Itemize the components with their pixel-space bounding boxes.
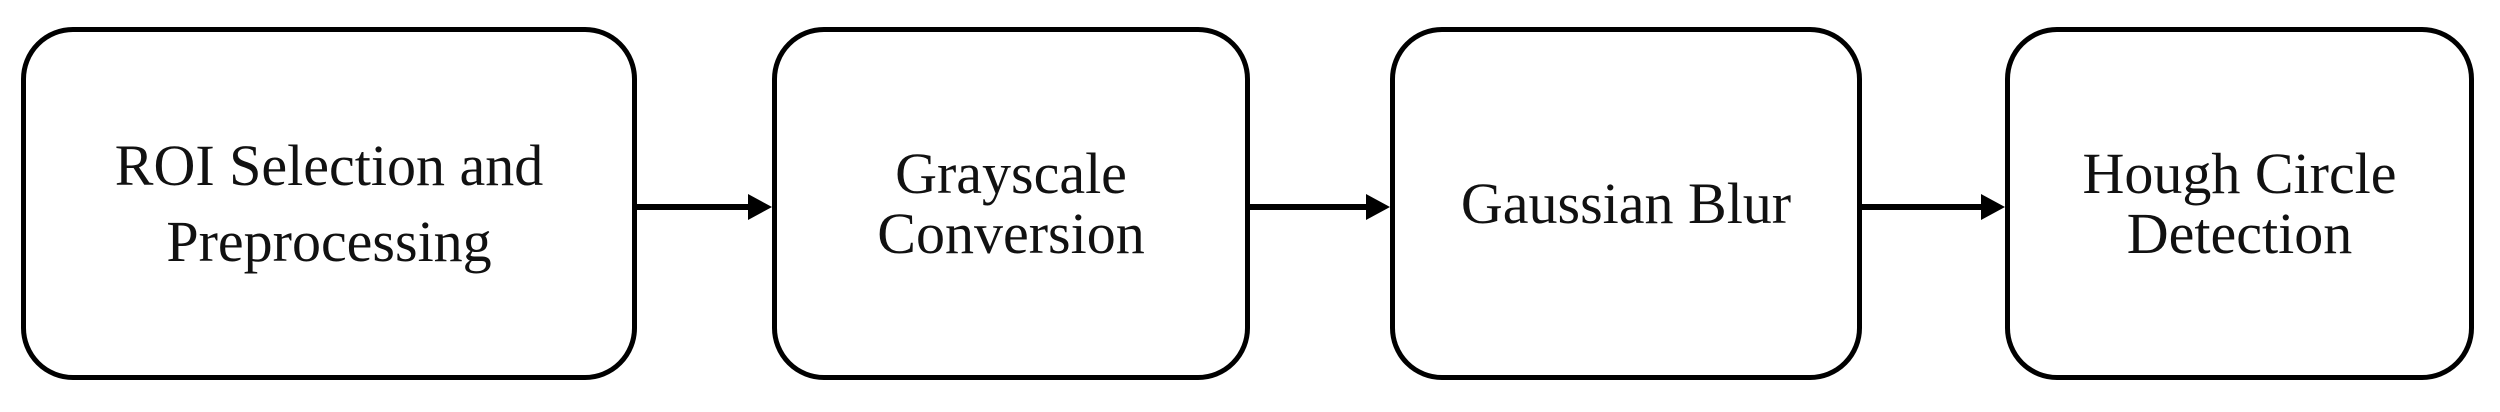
step-label-line: ROI Selection and [114,133,544,199]
arrow-shaft [1862,204,1981,210]
flow-step-grayscale-conversion: Grayscale Conversion [772,27,1250,380]
arrow-shaft [1250,204,1366,210]
step-label-line: Detection [2126,200,2353,266]
flow-step-gaussian-blur: Gaussian Blur [1390,27,1862,380]
flow-step-roi-selection-and-preprocessing: ROI Selection and Preprocessing [21,27,637,380]
step-label-line: Conversion [877,200,1145,266]
arrowhead-right-icon [748,194,772,220]
step-label-line: Gaussian Blur [1460,170,1792,236]
flow-arrow-3 [1862,194,2005,220]
step-label-line: Hough Circle [2082,141,2397,207]
flow-step-hough-circle-detection: Hough Circle Detection [2005,27,2474,380]
arrowhead-right-icon [1366,194,1390,220]
step-label-line: Preprocessing [166,208,492,274]
step-label-line: Grayscale [895,141,1127,207]
arrowhead-right-icon [1981,194,2005,220]
arrow-shaft [637,204,748,210]
flow-arrow-1 [637,194,772,220]
flow-arrow-2 [1250,194,1390,220]
